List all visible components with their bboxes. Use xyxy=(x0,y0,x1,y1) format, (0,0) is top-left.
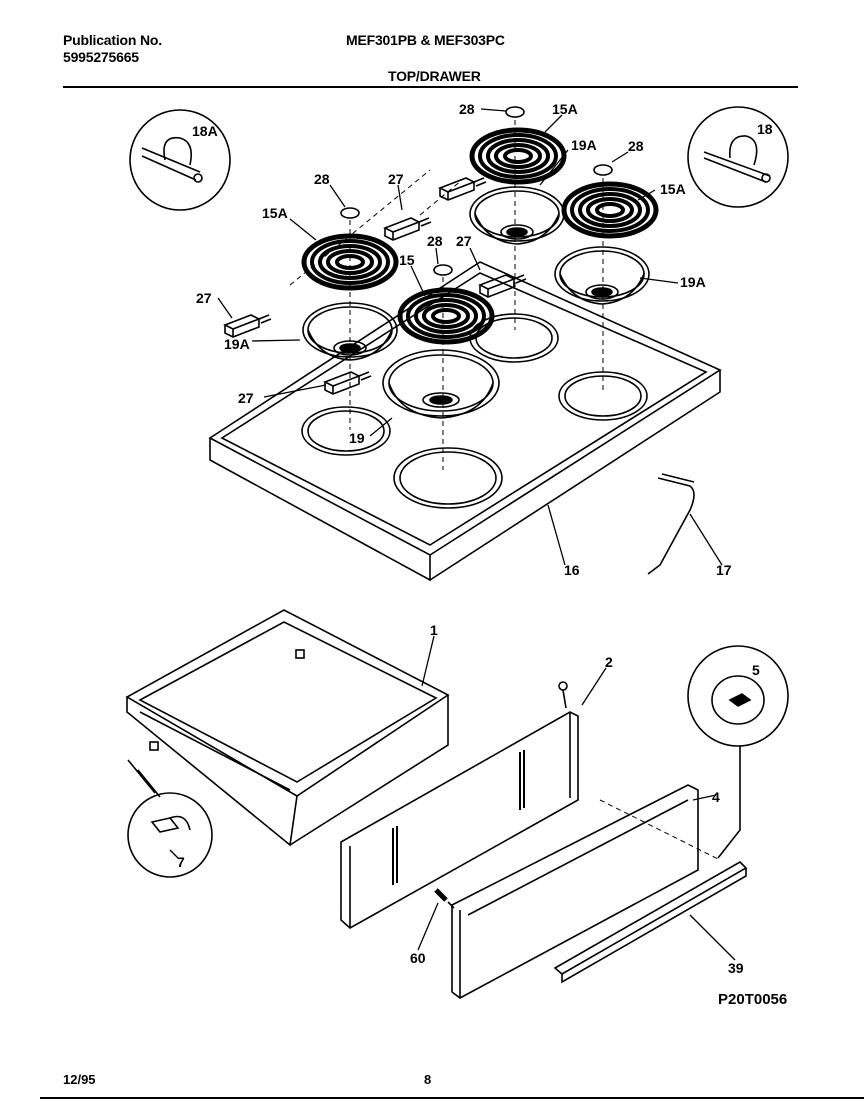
callout-5: 5 xyxy=(752,662,760,678)
diagram-code: P20T0056 xyxy=(718,991,788,1008)
callout-28: 28 xyxy=(459,101,475,117)
footer-page-number: 8 xyxy=(424,1072,432,1087)
callout-15A: 15A xyxy=(552,101,578,117)
callout-18A: 18A xyxy=(192,123,218,139)
header-rule xyxy=(63,86,798,88)
callout-1: 1 xyxy=(430,622,438,638)
callout-28: 28 xyxy=(314,171,330,187)
callout-27: 27 xyxy=(238,390,254,406)
callout-27: 27 xyxy=(456,233,472,249)
publication-number: 5995275665 xyxy=(63,49,139,65)
callout-4: 4 xyxy=(712,789,720,805)
section-title: TOP/DRAWER xyxy=(388,68,481,84)
callout-15A: 15A xyxy=(660,181,686,197)
callout-2: 2 xyxy=(605,654,613,670)
callout-18: 18 xyxy=(757,121,773,137)
wire-17 xyxy=(647,473,695,575)
footer-date: 12/95 xyxy=(63,1072,96,1087)
cooktop-16 xyxy=(208,261,722,582)
surface-elements xyxy=(289,106,656,470)
callout-19A: 19A xyxy=(680,274,706,290)
callout-19A: 19A xyxy=(224,336,250,352)
bottom-rule xyxy=(40,1097,864,1099)
callout-19A: 19A xyxy=(571,137,597,153)
detail-18 xyxy=(687,106,789,208)
callout-17: 17 xyxy=(716,562,732,578)
callout-7: 7 xyxy=(177,854,185,870)
trim-39 xyxy=(553,861,748,984)
detail-7 xyxy=(127,759,213,878)
drawer-front-4 xyxy=(451,784,721,999)
callout-28: 28 xyxy=(628,138,644,154)
callout-28: 28 xyxy=(427,233,443,249)
publication-label: Publication No. xyxy=(63,32,162,48)
callout-16: 16 xyxy=(564,562,580,578)
callout-39: 39 xyxy=(728,960,744,976)
callout-19: 19 xyxy=(349,430,365,446)
drawer-1 xyxy=(125,609,450,847)
callout-60: 60 xyxy=(410,950,426,966)
callout-27: 27 xyxy=(196,290,212,306)
detail-18A xyxy=(129,109,231,211)
callout-15A: 15A xyxy=(262,205,288,221)
detail-5 xyxy=(687,645,789,859)
screw-60 xyxy=(434,888,455,909)
callout-15: 15 xyxy=(399,252,415,268)
callout-27: 27 xyxy=(388,171,404,187)
drawer-panel-2 xyxy=(340,681,579,929)
model-title: MEF301PB & MEF303PC xyxy=(346,32,505,48)
leader-lines xyxy=(169,108,736,961)
